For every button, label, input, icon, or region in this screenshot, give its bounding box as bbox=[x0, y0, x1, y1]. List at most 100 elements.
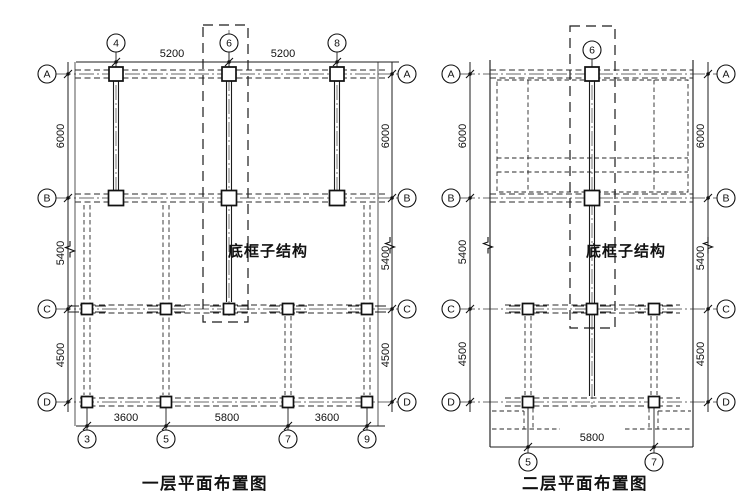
left-plan-dashed-walls bbox=[83, 205, 371, 395]
grid-bubble-label: 4 bbox=[113, 38, 119, 50]
dim-bottom: 3600 bbox=[315, 412, 339, 424]
grid-bubble-9 bbox=[357, 429, 377, 449]
grid-bubble-label: 9 bbox=[364, 434, 370, 446]
grid-bubble-B-right bbox=[397, 188, 417, 208]
grid-bubble-label: C bbox=[403, 304, 411, 316]
left-plan-dimension-lines bbox=[67, 61, 399, 427]
grid-bubble-label: D bbox=[43, 397, 51, 409]
grid-bubble-label: B bbox=[403, 193, 410, 205]
dim-right: 6000 bbox=[380, 124, 392, 148]
left-plan: A B C D A B C D 4 6 8 3 5 7 9 5200 5200 … bbox=[37, 24, 417, 493]
grid-bubble-C-right bbox=[397, 299, 417, 319]
substructure-zone-label: 底框子结构 bbox=[228, 242, 308, 260]
left-plan-break-marks bbox=[63, 237, 397, 258]
right-plan: A B C D A B C D 6 5 7 5800 6000 5400 450… bbox=[441, 25, 736, 493]
right-plan-building-edges bbox=[489, 60, 694, 447]
dim-bottom: 5800 bbox=[580, 432, 604, 444]
grid-bubble-3 bbox=[77, 429, 97, 449]
dim-left: 6000 bbox=[457, 124, 469, 148]
grid-bubble-D-left bbox=[441, 392, 461, 412]
grid-bubble-label: D bbox=[447, 397, 455, 409]
grid-bubble-label: 7 bbox=[651, 457, 657, 469]
grid-bubble-label: 3 bbox=[84, 434, 90, 446]
dim-top: 5200 bbox=[271, 48, 295, 60]
grid-bubble-label: C bbox=[722, 304, 730, 316]
right-plan-break-marks bbox=[481, 237, 715, 254]
grid-bubble-label: 6 bbox=[226, 38, 232, 50]
grid-bubble-8 bbox=[327, 33, 347, 53]
grid-bubble-7 bbox=[278, 429, 298, 449]
grid-bubble-6 bbox=[582, 40, 602, 60]
left-plan-solid-walls bbox=[112, 80, 341, 302]
grid-bubble-label: A bbox=[447, 69, 454, 81]
right-plan-dashed-walls bbox=[524, 316, 658, 395]
dim-bottom: 3600 bbox=[114, 412, 138, 424]
dim-right: 4500 bbox=[380, 343, 392, 367]
grid-bubble-A-right bbox=[716, 64, 736, 84]
right-plan-grid-bubbles: A B C D A B C D 6 5 7 bbox=[441, 40, 736, 472]
grid-bubble-C-right bbox=[716, 299, 736, 319]
left-plan-bubble-leaders bbox=[86, 52, 368, 430]
left-plan-substructure-zone-outline bbox=[202, 24, 249, 323]
grid-bubble-label: 8 bbox=[334, 38, 340, 50]
right-plan-balcony-outline bbox=[492, 408, 691, 430]
left-plan-dimension-dots bbox=[66, 60, 394, 428]
dim-right: 5400 bbox=[695, 246, 707, 270]
dim-left: 5400 bbox=[55, 241, 67, 265]
grid-bubble-5 bbox=[518, 452, 538, 472]
grid-bubble-label: A bbox=[403, 69, 410, 81]
grid-bubble-C-left bbox=[37, 299, 57, 319]
grid-bubble-6 bbox=[219, 33, 239, 53]
dim-right: 6000 bbox=[695, 124, 707, 148]
grid-bubble-C-left bbox=[441, 299, 461, 319]
dim-right: 4500 bbox=[695, 342, 707, 366]
substructure-zone-label: 底框子结构 bbox=[586, 242, 666, 260]
left-plan-extension-lines bbox=[74, 62, 379, 426]
dim-left: 4500 bbox=[457, 342, 469, 366]
dim-right: 5400 bbox=[380, 246, 392, 270]
right-plan-dimension-labels: 5800 6000 5400 4500 6000 5400 4500 bbox=[457, 124, 707, 444]
grid-bubble-7 bbox=[644, 452, 664, 472]
dim-left: 5400 bbox=[457, 240, 469, 264]
left-plan-columns bbox=[80, 302, 374, 409]
grid-bubble-label: D bbox=[722, 397, 730, 409]
grid-bubble-4 bbox=[106, 33, 126, 53]
grid-bubble-label: B bbox=[722, 193, 729, 205]
right-plan-beam-stubs bbox=[509, 305, 673, 313]
left-plan-frame-beams bbox=[75, 69, 385, 407]
grid-bubble-label: B bbox=[447, 193, 454, 205]
right-plan-dimension-dots bbox=[468, 72, 710, 449]
dim-left: 6000 bbox=[55, 124, 67, 148]
dim-bottom: 5800 bbox=[215, 412, 239, 424]
grid-bubble-label: 5 bbox=[525, 457, 531, 469]
grid-bubble-D-left bbox=[37, 392, 57, 412]
right-plan-grid-axis-lines bbox=[460, 62, 717, 408]
right-plan-frame-columns bbox=[583, 66, 601, 207]
grid-bubble-label: A bbox=[722, 69, 729, 81]
grid-bubble-label: D bbox=[403, 397, 411, 409]
right-plan-solid-walls bbox=[588, 80, 596, 396]
grid-bubble-D-right bbox=[716, 392, 736, 412]
grid-bubble-label: C bbox=[447, 304, 455, 316]
grid-bubble-label: B bbox=[43, 193, 50, 205]
left-plan-grid-bubbles: A B C D A B C D 4 6 8 3 5 7 9 bbox=[37, 33, 417, 449]
grid-bubble-label: 7 bbox=[285, 434, 291, 446]
dim-top: 5200 bbox=[160, 48, 184, 60]
left-plan-beam-stubs bbox=[68, 305, 386, 313]
right-plan-room-walls bbox=[496, 79, 689, 193]
grid-bubble-A-right bbox=[397, 64, 417, 84]
right-plan-caption: 二层平面布置图 bbox=[522, 473, 648, 493]
grid-bubble-A-left bbox=[37, 64, 57, 84]
grid-bubble-label: A bbox=[43, 69, 50, 81]
grid-bubble-B-right bbox=[716, 188, 736, 208]
right-plan-frame-beams bbox=[490, 69, 693, 407]
grid-bubble-label: 6 bbox=[589, 45, 595, 57]
left-plan-dimension-labels: 5200 5200 3600 5800 3600 6000 5400 4500 … bbox=[55, 48, 392, 424]
grid-bubble-label: 5 bbox=[163, 434, 169, 446]
grid-bubble-A-left bbox=[441, 64, 461, 84]
left-plan-frame-columns bbox=[107, 66, 346, 207]
left-plan-caption: 一层平面布置图 bbox=[142, 473, 268, 493]
grid-bubble-B-left bbox=[37, 188, 57, 208]
